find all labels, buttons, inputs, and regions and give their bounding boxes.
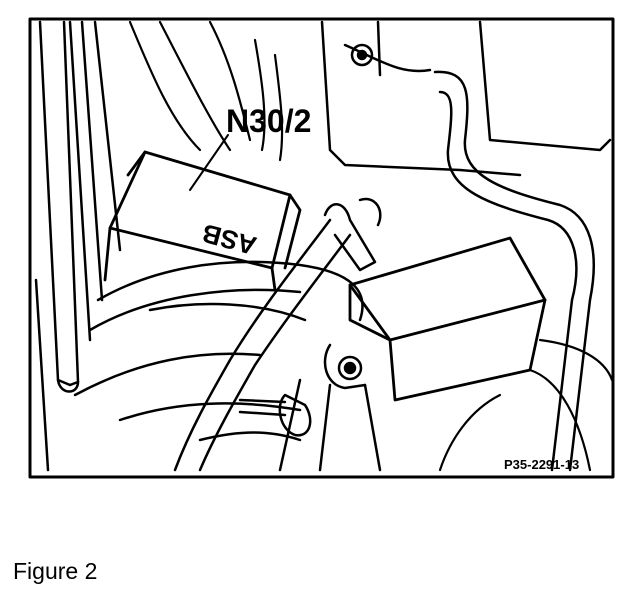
hose-clamp bbox=[238, 393, 312, 437]
upper-wires bbox=[128, 20, 284, 162]
relay-block bbox=[348, 236, 547, 402]
module-marking: ASB bbox=[199, 218, 260, 261]
reference-code: P35-2291-13 bbox=[504, 457, 579, 472]
coolant-pipe bbox=[433, 20, 612, 472]
top-bracket bbox=[320, 20, 522, 177]
figure-frame bbox=[28, 17, 615, 479]
hoses bbox=[73, 218, 364, 472]
figure-caption: Figure 2 bbox=[13, 558, 98, 584]
relay-module bbox=[103, 150, 302, 292]
mount-bracket bbox=[278, 343, 382, 472]
lower-right-lines bbox=[438, 338, 614, 472]
left-pipes bbox=[34, 20, 122, 472]
component-label: N30/2 bbox=[226, 103, 311, 139]
plug-connector bbox=[323, 197, 382, 272]
callout-leader bbox=[189, 134, 229, 191]
